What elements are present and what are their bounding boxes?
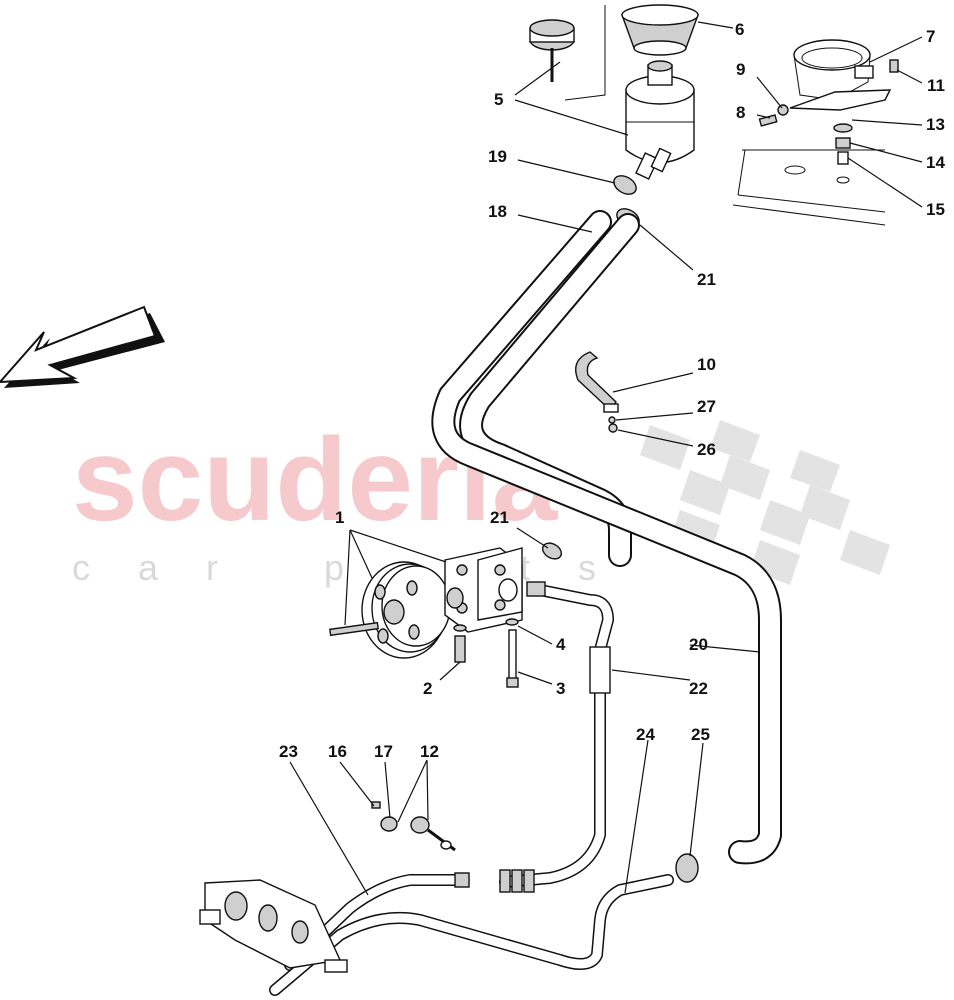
callout-25: 25	[691, 725, 710, 744]
callout-6: 6	[735, 20, 744, 39]
pressure-pipe-22	[499, 581, 614, 893]
callout-27: 27	[697, 397, 716, 416]
bolt-3	[506, 629, 519, 688]
callout-8: 8	[736, 103, 745, 122]
callout-21-upper: 21	[697, 270, 716, 289]
callout-1: 1	[335, 508, 344, 527]
hose-clamp-25	[675, 853, 699, 883]
pipe-fitting	[499, 869, 535, 893]
callout-4: 4	[556, 635, 566, 654]
callout-26: 26	[697, 440, 716, 459]
hose-clamp-19	[613, 175, 637, 195]
bushing-14	[835, 137, 851, 149]
reservoir-tank	[625, 60, 695, 180]
callout-20: 20	[689, 635, 708, 654]
callout-12: 12	[420, 742, 439, 761]
washer-13	[833, 123, 853, 133]
washer-2-upper	[453, 624, 467, 632]
steering-rack-block	[199, 879, 348, 973]
callout-22: 22	[689, 679, 708, 698]
pipe-24	[269, 874, 674, 996]
callout-14: 14	[926, 153, 945, 172]
watermark-checkered-flag	[640, 420, 890, 585]
spacer-15	[836, 151, 850, 184]
supply-hose-18	[431, 210, 782, 865]
pump-pulley	[361, 561, 451, 659]
callout-9: 9	[736, 60, 745, 79]
direction-arrow	[0, 305, 165, 388]
callout-18: 18	[488, 202, 507, 221]
reservoir-cap	[529, 19, 575, 82]
callout-3: 3	[556, 679, 565, 698]
callout-5: 5	[494, 90, 503, 109]
power-steering-pump	[444, 547, 523, 633]
nut-26	[608, 423, 618, 433]
callout-7: 7	[926, 27, 935, 46]
screw-11	[889, 59, 899, 73]
callout-11: 11	[927, 76, 945, 95]
callout-17: 17	[374, 742, 393, 761]
callout-10: 10	[697, 355, 716, 374]
washer-4	[505, 618, 519, 626]
nut-9	[777, 104, 789, 116]
body-panel	[732, 149, 886, 226]
callout-2: 2	[423, 679, 432, 698]
callout-15: 15	[926, 200, 945, 219]
callout-13: 13	[926, 115, 945, 134]
bolt-2	[454, 635, 466, 663]
hose-strap-10	[575, 351, 619, 413]
callout-19: 19	[488, 147, 507, 166]
callout-23: 23	[279, 742, 298, 761]
clip-17	[380, 816, 398, 832]
leader-lines	[289, 21, 923, 896]
callout-24: 24	[636, 725, 655, 744]
screw-27	[608, 416, 616, 424]
callout-16: 16	[328, 742, 347, 761]
pulley-bolt	[329, 621, 379, 637]
reservoir-bracket	[789, 39, 892, 111]
reservoir-filter	[621, 4, 699, 56]
clip-12	[410, 816, 456, 852]
callout-21-lower: 21	[490, 508, 509, 527]
clip-16	[371, 801, 381, 809]
pipe-23	[284, 872, 470, 971]
